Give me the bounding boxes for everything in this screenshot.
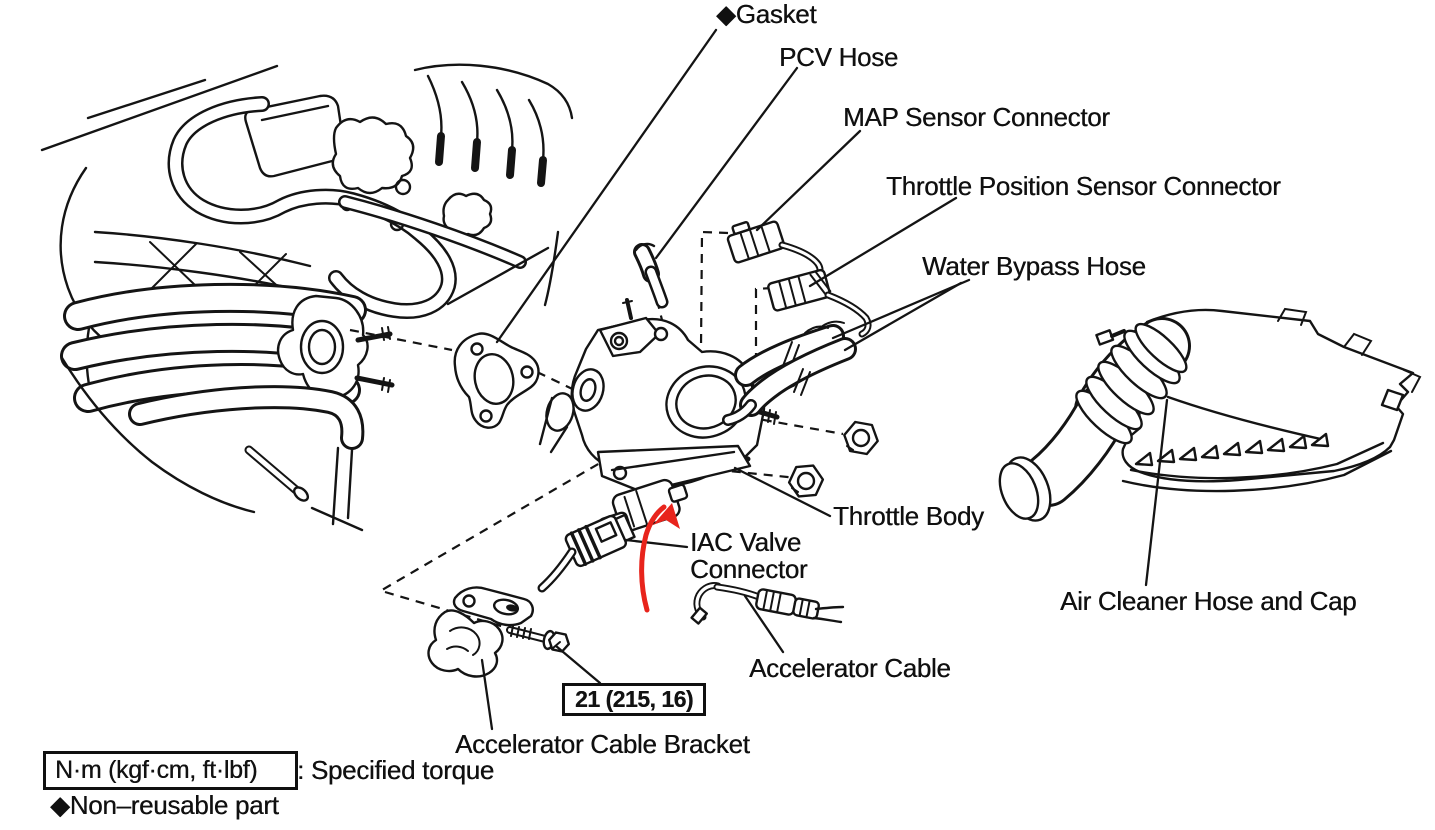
leader-torque-spec [554,644,602,685]
torque-spec-value: 21 (215, 16) [574,686,694,712]
leader-accelerator-cable [743,594,785,654]
label-pcv-hose: PCV Hose [779,42,898,72]
legend-units-meaning: : Specified torque [297,755,494,785]
label-throttle-position-sensor-connector: Throttle Position Sensor Connector [886,171,1281,201]
tps-sensor [571,368,605,412]
tps-connector-drawing [767,268,872,338]
bracket-bolt-drawing [506,625,570,653]
label-gasket: ◆Gasket [716,0,817,29]
leader-water-bypass-2 [843,281,963,352]
legend-units-box: N·m (kgf·cm, ft·lbf) [43,751,298,790]
leader-iac-connector [624,538,689,549]
label-iac-valve-line2: Connector [690,553,808,584]
label-accelerator-cable-bracket: Accelerator Cable Bracket [455,729,750,759]
pcv-hose-drawing [633,242,669,309]
label-accelerator-cable: Accelerator Cable [749,653,951,683]
map-sensor-connector-drawing [726,220,824,284]
mounting-nuts-drawing [787,420,879,498]
label-map-sensor-connector: MAP Sensor Connector [843,102,1110,132]
label-throttle-body: Throttle Body [833,501,984,531]
label-water-bypass-hose: Water Bypass Hose [922,251,1146,281]
red-arrowhead [653,503,680,529]
leader-pcv-hose [654,66,799,260]
leader-map-sensor [755,129,862,232]
label-iac-valve-line1: IAC Valve [690,527,801,557]
label-air-cleaner-hose-and-cap: Air Cleaner Hose and Cap [1060,586,1357,616]
torque-spec-box: 21 (215, 16) [562,683,706,716]
leader-gasket [495,28,718,344]
legend-non-reusable: ◆Non–reusable part [50,790,279,820]
leader-tps [808,196,958,288]
leader-air-cleaner [1144,398,1169,587]
label-iac-valve-connector: IAC Valve Connector [690,527,808,584]
leader-throttle-body [733,466,832,518]
leader-bracket [480,658,494,731]
accelerator-cable-bracket-drawing [427,586,534,678]
leader-water-bypass-1 [831,278,971,340]
leader-lines [480,28,1169,731]
water-bypass-hoses-drawing [722,320,857,426]
engine-assembly-drawing [40,63,574,532]
gasket-drawing [453,332,540,429]
iac-valve-connector-drawing [537,513,636,593]
air-cleaner-drawing [998,307,1422,522]
red-pointer-arrow [639,503,680,613]
legend-units-text: N·m (kgf·cm, ft·lbf) [55,756,258,784]
accelerator-cable-drawing [690,582,845,625]
